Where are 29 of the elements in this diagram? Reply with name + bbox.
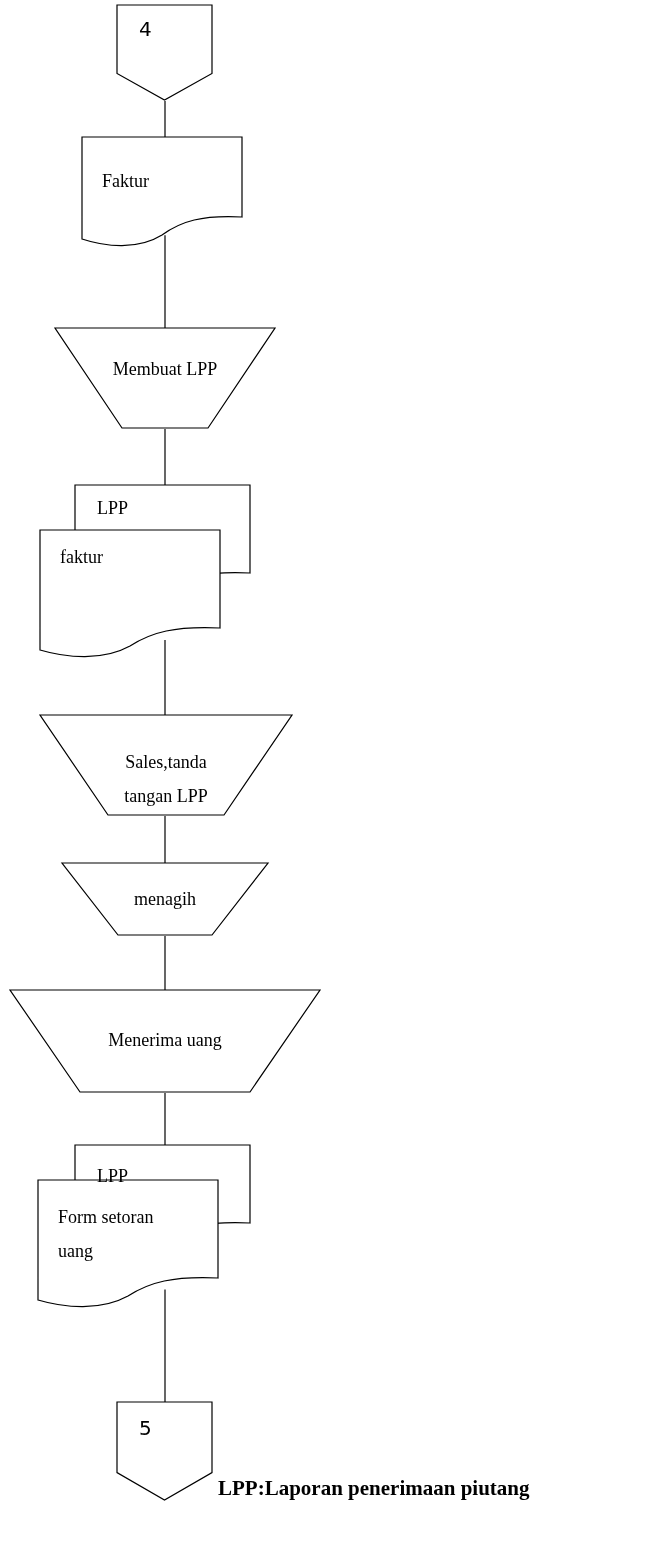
manual-operation-trapezoid [40, 715, 292, 815]
document-shape [82, 137, 242, 247]
node-label: 5 [139, 1416, 153, 1440]
node-label: LPP [97, 1165, 130, 1188]
manual-operation-trapezoid [62, 863, 268, 935]
abbreviation-note: LPP:Laporan penerimaan piutang [218, 1476, 530, 1501]
connector-line [164, 1289, 166, 1403]
connector-line [164, 815, 166, 864]
node-label: 4 [139, 17, 153, 41]
node-label: Membuat LPP [111, 358, 219, 381]
node-label: Menerima uang [107, 1029, 223, 1052]
off-page-connector [117, 1402, 212, 1500]
manual-operation-trapezoid [10, 990, 320, 1092]
connector-line [164, 100, 166, 138]
connector-line [164, 234, 166, 329]
node-label: Faktur [102, 170, 150, 193]
manual-operation-trapezoid [55, 328, 275, 428]
node-label: Sales,tanda tangan LPP [123, 751, 209, 808]
connector-line [164, 639, 166, 716]
node-label: Form setoran uang [58, 1206, 155, 1263]
multi-document-shape [40, 485, 250, 658]
node-label: menagih [133, 888, 197, 911]
multi-document-shape [38, 1145, 250, 1308]
connector-line [164, 935, 166, 991]
off-page-connector [117, 5, 212, 100]
node-label: faktur [60, 546, 104, 569]
connector-line [164, 428, 166, 486]
node-label: LPP [97, 497, 130, 520]
connector-line [164, 1092, 166, 1146]
